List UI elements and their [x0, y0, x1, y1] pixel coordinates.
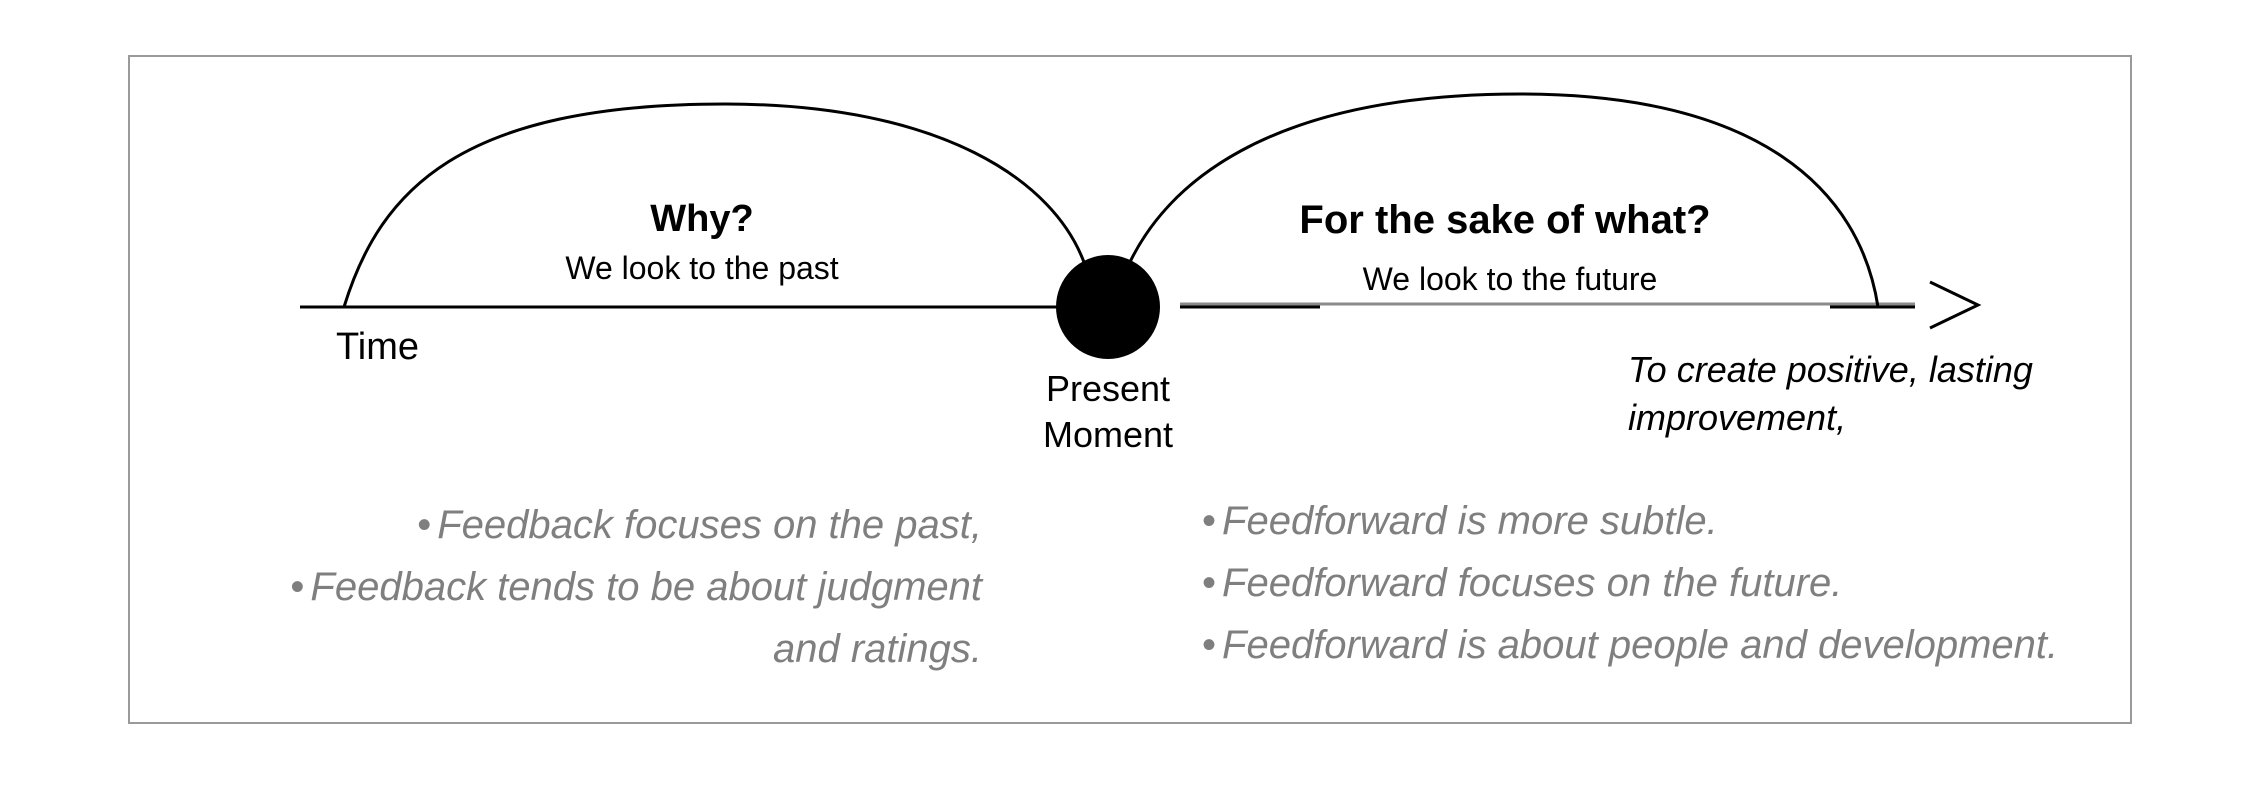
feedforward-bullet-text: Feedforward is more subtle. [1222, 499, 1718, 543]
feedback-bullet-2: •Feedback tends to be about judgment [290, 556, 982, 618]
feedforward-bullet-text: Feedforward focuses on the future. [1222, 561, 1843, 605]
purpose-line1: To create positive, lasting [1628, 349, 2033, 390]
bullet-icon: • [1202, 561, 1217, 605]
sake-subtitle: We look to the future [1362, 261, 1658, 297]
past-arc [342, 102, 1087, 308]
feedback-bullet-text: Feedback tends to be about judgment [310, 565, 982, 609]
feedforward-bullet-3: •Feedforward is about people and develop… [1202, 614, 2058, 676]
feedback-bullet-2-continued: and ratings. [290, 618, 982, 680]
diagram-frame [128, 55, 2132, 724]
why-subtitle: We look to the past [565, 250, 839, 286]
future-arc [1128, 92, 1880, 308]
bullet-icon: • [290, 565, 305, 609]
feedback-bullet-list: •Feedback focuses on the past, •Feedback… [290, 494, 982, 680]
bullet-icon: • [1202, 623, 1217, 667]
feedforward-bullet-1: •Feedforward is more subtle. [1202, 490, 2058, 552]
present-label-line1: Present [1045, 368, 1171, 409]
feedback-bullet-text: Feedback focuses on the past, [437, 503, 982, 547]
purpose-line2: improvement, [1628, 397, 1847, 438]
feedforward-bullet-list: •Feedforward is more subtle. •Feedforwar… [1202, 490, 2058, 676]
present-moment-label: Present Moment [1008, 366, 1208, 458]
present-label-line2: Moment [1042, 414, 1174, 455]
arrowhead-icon [1929, 280, 1982, 330]
feedback-bullet-1: •Feedback focuses on the past, [290, 494, 982, 556]
feedforward-bullet-2: •Feedforward focuses on the future. [1202, 552, 2058, 614]
time-label: Time [336, 326, 420, 368]
bullet-icon: • [417, 503, 432, 547]
why-title: Why? [650, 198, 754, 240]
sake-title: For the sake of what? [1299, 198, 1711, 242]
present-moment-dot [1056, 255, 1160, 359]
bullet-icon: • [1202, 499, 1217, 543]
purpose-text: To create positive, lasting improvement, [1628, 346, 2033, 442]
feedforward-bullet-text: Feedforward is about people and developm… [1222, 623, 2059, 667]
feedback-bullet-text: and ratings. [772, 627, 982, 671]
